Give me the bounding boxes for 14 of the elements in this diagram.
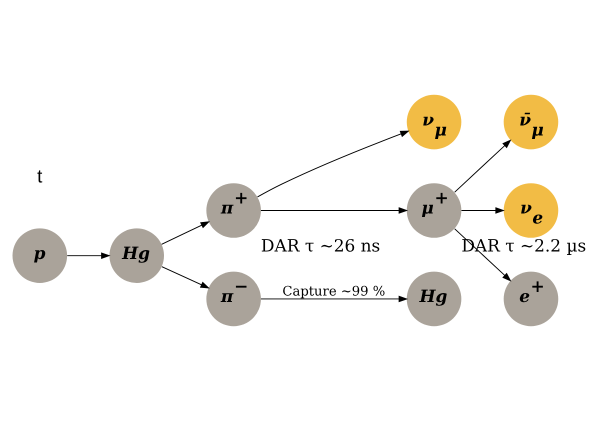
node-label: DAR τ ~26 ns [260, 235, 380, 256]
arrow [66, 252, 111, 259]
arrow [257, 130, 410, 198]
arrow [454, 139, 512, 193]
edge-label: Capture ~99 % [282, 284, 386, 300]
node-circle: Hg [109, 228, 164, 283]
arrow [461, 207, 505, 214]
arrow [161, 221, 210, 245]
arrow [260, 296, 408, 302]
node-circle: p [12, 228, 68, 283]
node-circle: Hg [406, 272, 462, 326]
arrow [260, 207, 408, 214]
label: t [37, 165, 42, 186]
arrow [161, 266, 210, 289]
